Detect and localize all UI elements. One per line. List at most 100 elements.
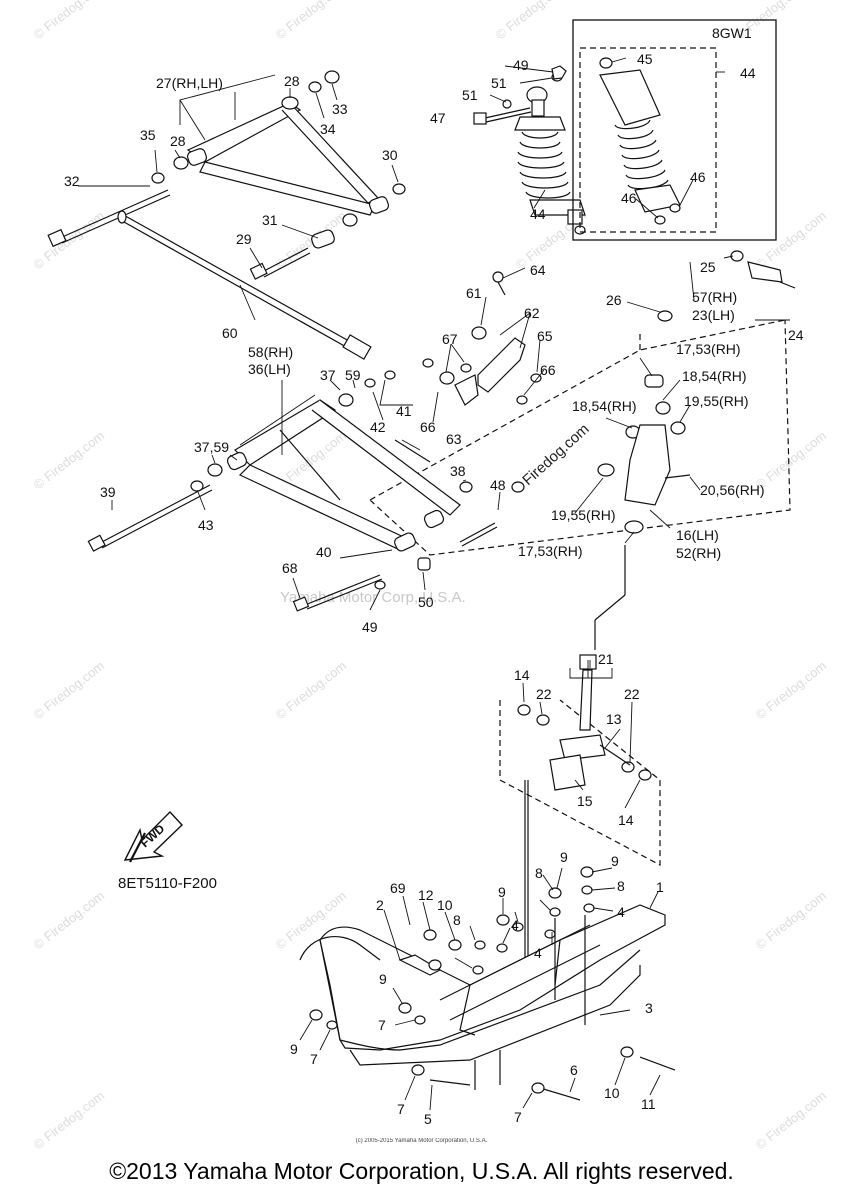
part-code-label: 8ET5110-F200 bbox=[118, 875, 217, 892]
callout: 4 bbox=[534, 945, 542, 961]
callout: 49 bbox=[513, 57, 529, 73]
lower-a-arm bbox=[226, 399, 461, 552]
callout: 66 bbox=[420, 419, 436, 435]
firedog-inline-label: Firedog.com bbox=[519, 421, 592, 489]
callout: 50 bbox=[418, 594, 434, 610]
callout: 62 bbox=[524, 305, 540, 321]
callout: 57(RH) bbox=[692, 289, 737, 305]
svg-text:© Firedog.com: © Firedog.com bbox=[273, 0, 350, 42]
callout: 24 bbox=[788, 327, 804, 343]
callout: 29 bbox=[236, 231, 252, 247]
callout: 20,56(RH) bbox=[700, 482, 765, 498]
callout: 19,55(RH) bbox=[551, 507, 616, 523]
callout: 10 bbox=[604, 1085, 620, 1101]
callout: 51 bbox=[462, 87, 478, 103]
callout: 8 bbox=[617, 878, 625, 894]
callout: 64 bbox=[530, 262, 546, 278]
callout: 28 bbox=[170, 133, 186, 149]
callout: 51 bbox=[491, 75, 507, 91]
callout: 2 bbox=[376, 897, 384, 913]
callout: 7 bbox=[378, 1017, 386, 1033]
svg-text:© Firedog.com: © Firedog.com bbox=[273, 658, 350, 722]
callout: 16(LH) bbox=[676, 527, 719, 543]
callout: 66 bbox=[540, 362, 556, 378]
callout: 9 bbox=[379, 971, 387, 987]
callout: 49 bbox=[362, 619, 378, 635]
callout: 45 bbox=[637, 51, 653, 67]
callout: 21 bbox=[598, 651, 614, 667]
svg-text:© Firedog.com: © Firedog.com bbox=[493, 0, 570, 42]
callout: 46 bbox=[621, 190, 637, 206]
callout: 3 bbox=[645, 1000, 653, 1016]
callout: 69 bbox=[390, 880, 406, 896]
callout: 27(RH,LH) bbox=[156, 75, 223, 91]
ski bbox=[299, 904, 666, 1066]
callout: 31 bbox=[262, 212, 278, 228]
callout: 7 bbox=[397, 1101, 405, 1117]
shock-absorber bbox=[514, 86, 586, 235]
svg-text:© Firedog.com: © Firedog.com bbox=[31, 0, 108, 42]
callout: 37,59 bbox=[194, 439, 229, 455]
callout: 33 bbox=[332, 101, 348, 117]
callout: 1 bbox=[656, 879, 664, 895]
callout: 60 bbox=[222, 325, 238, 341]
callout: 18,54(RH) bbox=[572, 398, 637, 414]
callout: 44 bbox=[530, 206, 546, 222]
callout: 40 bbox=[316, 544, 332, 560]
callout: 68 bbox=[282, 560, 298, 576]
callout: 15 bbox=[577, 793, 593, 809]
callout: 18,54(RH) bbox=[682, 368, 747, 384]
callout: 11 bbox=[641, 1096, 656, 1112]
callout: 52(RH) bbox=[676, 545, 721, 561]
callout: 43 bbox=[198, 517, 214, 533]
callout: 4 bbox=[617, 904, 625, 920]
svg-text:© Firedog.com: © Firedog.com bbox=[753, 658, 830, 722]
leader-lines bbox=[78, 57, 790, 1111]
callout: 7 bbox=[514, 1109, 522, 1125]
callout: 65 bbox=[537, 328, 553, 344]
callout: 28 bbox=[284, 73, 300, 89]
drawing-lines bbox=[47, 19, 796, 1111]
callout: 35 bbox=[140, 127, 156, 143]
callout: 61 bbox=[466, 285, 482, 301]
callout: 36(LH) bbox=[248, 361, 291, 377]
svg-text:© Firedog.com: © Firedog.com bbox=[31, 658, 108, 722]
callout: 39 bbox=[100, 484, 116, 500]
callout: 30 bbox=[382, 147, 398, 163]
fwd-arrow-icon bbox=[123, 810, 183, 863]
callout: 9 bbox=[560, 849, 568, 865]
callout: 12 bbox=[418, 887, 434, 903]
callout: 59 bbox=[345, 367, 361, 383]
callout: 10 bbox=[437, 897, 453, 913]
svg-text:© Firedog.com: © Firedog.com bbox=[31, 888, 108, 952]
callout: 38 bbox=[450, 463, 466, 479]
callout: 4 bbox=[511, 917, 519, 933]
callout: 8 bbox=[453, 912, 461, 928]
callout: 42 bbox=[370, 419, 386, 435]
callout: 9 bbox=[498, 884, 506, 900]
callout: 14 bbox=[514, 667, 530, 683]
callout: 13 bbox=[606, 711, 622, 727]
callout: 9 bbox=[290, 1041, 298, 1057]
callout: 41 bbox=[396, 403, 412, 419]
footer-small-copyright: (c) 2005-2015 Yamaha Motor Corporation, … bbox=[355, 1138, 488, 1144]
callout: 17,53(RH) bbox=[676, 341, 741, 357]
callout: 47 bbox=[430, 110, 446, 126]
callout: 32 bbox=[64, 173, 80, 189]
callout: 9 bbox=[611, 853, 619, 869]
callout: 22 bbox=[624, 686, 640, 702]
svg-text:© Firedog.com: © Firedog.com bbox=[31, 428, 108, 492]
callout: 37 bbox=[320, 367, 336, 383]
callout: 58(RH) bbox=[248, 344, 293, 360]
callout: 8 bbox=[535, 865, 543, 881]
callout: 22 bbox=[536, 686, 552, 702]
callout: 25 bbox=[700, 259, 716, 275]
svg-text:© Firedog.com: © Firedog.com bbox=[753, 888, 830, 952]
upper-a-arm bbox=[186, 96, 390, 216]
callout: 26 bbox=[606, 292, 622, 308]
callout: 17,53(RH) bbox=[518, 543, 583, 559]
callout: 23(LH) bbox=[692, 307, 735, 323]
callout: 46 bbox=[690, 169, 706, 185]
callout: 6 bbox=[570, 1062, 578, 1078]
